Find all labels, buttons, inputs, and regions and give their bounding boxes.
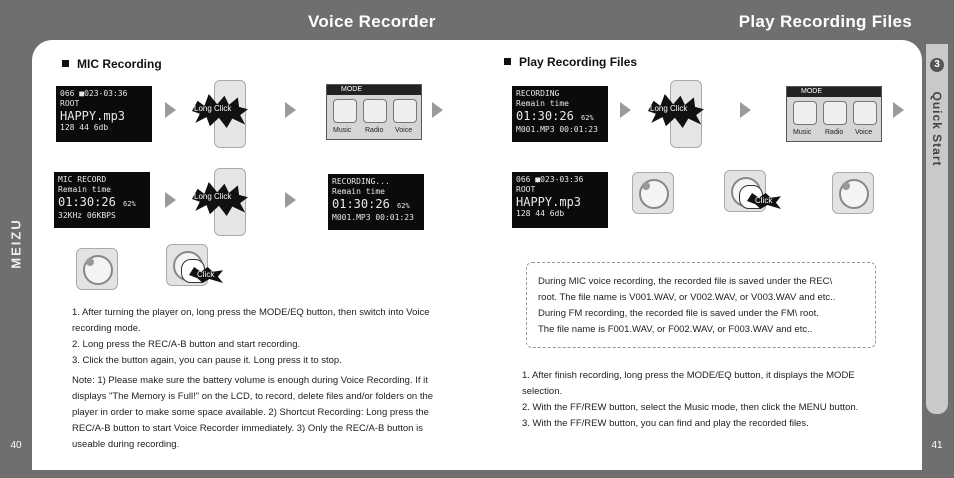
mic-recording-heading: MIC Recording [62,57,162,71]
brand-logo: MEIZU [8,218,24,269]
control-knob [832,172,874,214]
control-knob-click: Click [166,244,223,286]
arrow-right-icon [620,102,631,118]
file-location-note: During MIC voice recording, the recorded… [538,276,836,335]
right-page-title: Play Recording Files [738,12,912,31]
section-number-badge: 3 [930,58,944,72]
page-number-left: 40 [10,440,22,451]
mic-note: Note: 1) Please make sure the battery vo… [72,375,434,450]
page-number-right: 41 [931,440,943,451]
arrow-right-icon [893,102,904,118]
quick-start-tab [926,44,948,414]
play-recording-heading: Play Recording Files [504,55,637,69]
lcd-recording-screen: RECORDING Remain time 01:30:26 62% M001.… [512,86,608,142]
radio-icon [823,101,847,125]
radio-icon [363,99,387,123]
quick-start-label: 3 Quick Start [930,58,944,167]
control-knob [76,248,118,290]
music-icon [793,101,817,125]
play-steps: 1. After finish recording, long press th… [522,370,859,429]
file-location-note-box [526,262,876,348]
lcd-home-screen: 066 ■023-03:36 ROOT HAPPY.mp3 128 44 6db [512,172,608,228]
lcd-recording-screen: RECORDING... Remain time 01:30:26 62% M0… [328,174,424,230]
arrow-right-icon [165,192,176,208]
arrow-right-icon [740,102,751,118]
voice-icon [853,101,877,125]
lcd-mode-screen: MODE Music Radio Voice [326,84,422,140]
arrow-right-icon [285,192,296,208]
control-knob-click: Click [724,170,781,212]
player-long-click: Long Click [648,80,706,148]
player-long-click: Long Click [192,80,250,148]
control-knob [632,172,674,214]
lcd-mic-record-screen: MIC RECORD Remain time 01:30:26 62% 32KH… [54,172,150,228]
arrow-right-icon [432,102,443,118]
player-long-click: Long Click [192,168,250,236]
bullet-icon [504,58,511,65]
arrow-right-icon [285,102,296,118]
mic-steps: 1. After turning the player on, long pre… [72,307,430,366]
voice-icon [393,99,417,123]
music-icon [333,99,357,123]
left-page-title: Voice Recorder [308,12,436,31]
lcd-home-screen: 066 ■023-03:36 ROOT HAPPY.mp3 128 44 6db [56,86,152,142]
arrow-right-icon [165,102,176,118]
bullet-icon [62,60,69,67]
lcd-mode-screen: MODE Music Radio Voice [786,86,882,142]
